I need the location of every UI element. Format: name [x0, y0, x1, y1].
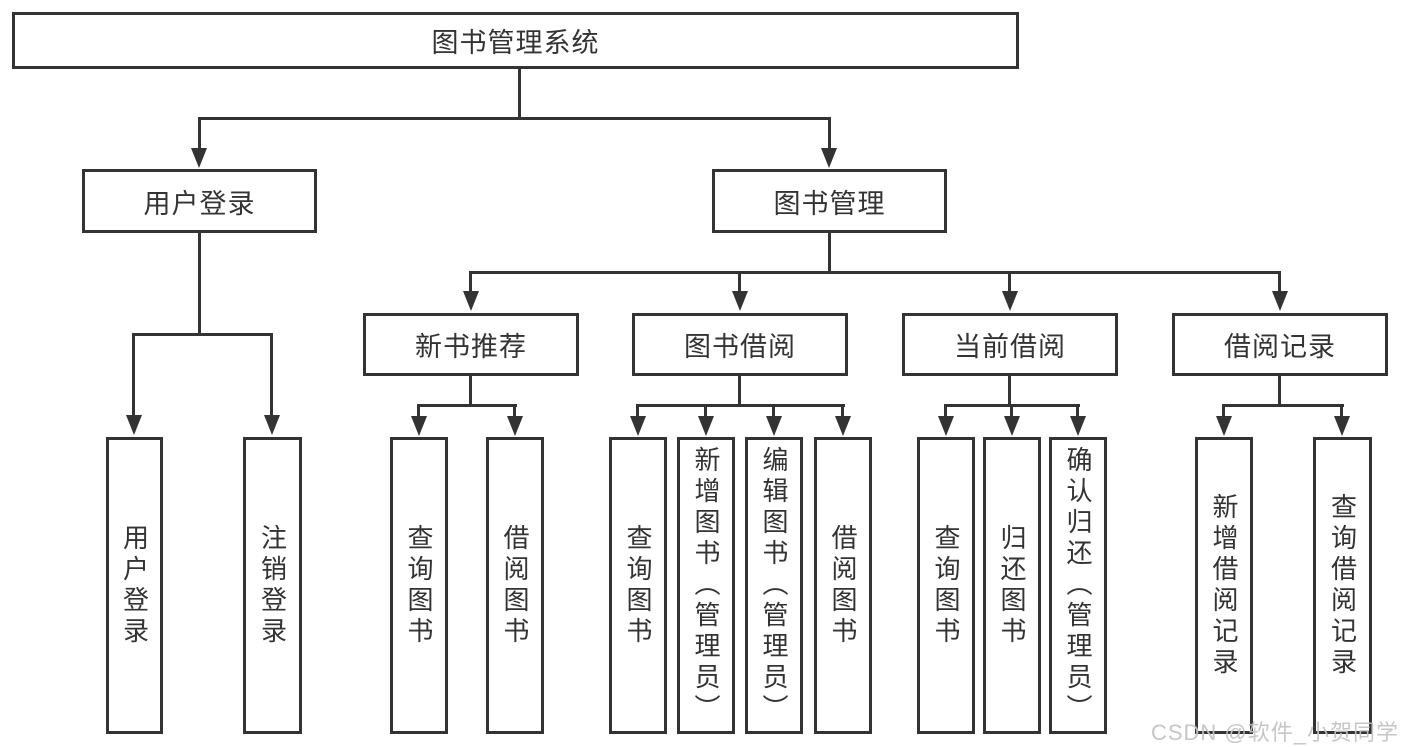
node-borrow-record: 借阅记录 — [1172, 313, 1388, 376]
arrow-down-icon — [1272, 291, 1288, 311]
connector-user-login-rail — [132, 333, 273, 336]
leaf-query-book-2: 查询图书 — [609, 437, 667, 734]
connector-leaf-drop — [132, 333, 135, 417]
leaf-borrow-book-1-label: 借阅图书 — [500, 523, 530, 648]
node-book-borrow: 图书借阅 — [632, 313, 848, 376]
connector-borrow-record-rail — [1222, 404, 1344, 407]
arrow-down-icon — [463, 291, 479, 311]
node-book-borrow-label: 图书借阅 — [684, 332, 796, 362]
arrow-down-icon — [766, 416, 782, 436]
connector-borrow-record-drop — [1278, 271, 1281, 295]
leaf-logout-label: 注销登录 — [257, 523, 288, 648]
connector-leaf-drop — [704, 404, 707, 418]
leaf-edit-book-admin: 编辑图书（管理员） — [745, 437, 803, 734]
arrow-down-icon — [1070, 416, 1086, 436]
leaf-add-borrow-record-label: 新增借阅记录 — [1209, 492, 1239, 679]
node-root-label: 图书管理系统 — [431, 28, 600, 58]
connector-leaf-drop — [944, 404, 947, 418]
leaf-user-login-label: 用户登录 — [119, 523, 150, 648]
connector-leaf-drop — [513, 404, 516, 418]
leaf-add-borrow-record: 新增借阅记录 — [1195, 437, 1253, 734]
leaf-return-book-label: 归还图书 — [997, 523, 1027, 648]
arrow-down-icon — [1216, 416, 1232, 436]
leaf-borrow-book-2-label: 借阅图书 — [828, 523, 858, 648]
node-book-management-label: 图书管理 — [773, 188, 886, 219]
connector-leaf-drop — [636, 404, 639, 418]
leaf-borrow-book-2: 借阅图书 — [814, 437, 872, 734]
node-current-borrow-label: 当前借阅 — [954, 332, 1066, 362]
connector-new-book-rail — [417, 404, 517, 407]
connector-borrow-record-stem — [1278, 376, 1281, 407]
leaf-confirm-return-admin: 确认归还（管理员） — [1049, 437, 1107, 734]
connector-user-login-drop — [198, 117, 201, 150]
leaf-user-login: 用户登录 — [106, 437, 163, 734]
arrow-down-icon — [698, 416, 714, 436]
leaf-query-borrow-record: 查询借阅记录 — [1313, 437, 1372, 734]
connector-book-mgmt-drop — [828, 117, 831, 150]
node-book-management: 图书管理 — [712, 169, 947, 233]
connector-user-login-stem — [198, 233, 201, 336]
connector-level2-rail — [198, 117, 831, 120]
connector-book-borrow-stem — [738, 376, 741, 407]
node-new-book-recommend-label: 新书推荐 — [415, 332, 527, 362]
arrow-down-icon — [732, 291, 748, 311]
arrow-down-icon — [1002, 291, 1018, 311]
arrow-down-icon — [191, 148, 207, 168]
connector-level3-rail — [469, 271, 1281, 274]
leaf-query-book-1-label: 查询图书 — [404, 523, 434, 648]
node-user-login-label: 用户登录 — [143, 188, 256, 219]
leaf-confirm-return-admin-label: 确认归还（管理员） — [1063, 446, 1093, 725]
arrow-down-icon — [1334, 416, 1350, 436]
leaf-query-book-3: 查询图书 — [917, 437, 975, 734]
arrow-down-icon — [938, 416, 954, 436]
connector-book-borrow-drop — [738, 271, 741, 295]
arrow-down-icon — [411, 416, 427, 436]
connector-leaf-drop — [417, 404, 420, 418]
arrow-down-icon — [835, 416, 851, 436]
node-user-login: 用户登录 — [82, 169, 317, 233]
leaf-query-book-3-label: 查询图书 — [931, 523, 961, 648]
leaf-add-book-admin: 新增图书（管理员） — [677, 437, 735, 734]
connector-leaf-drop — [1076, 404, 1079, 418]
node-current-borrow: 当前借阅 — [902, 313, 1118, 376]
connector-leaf-drop — [270, 333, 273, 417]
leaf-logout: 注销登录 — [243, 437, 302, 734]
connector-book-mgmt-stem — [828, 233, 831, 274]
arrow-down-icon — [1004, 416, 1020, 436]
connector-current-borrow-stem — [1008, 376, 1011, 407]
arrow-down-icon — [821, 148, 837, 168]
node-root: 图书管理系统 — [12, 12, 1019, 69]
connector-leaf-drop — [772, 404, 775, 418]
leaf-borrow-book-1: 借阅图书 — [486, 437, 544, 734]
arrow-down-icon — [507, 416, 523, 436]
connector-leaf-drop — [1222, 404, 1225, 418]
connector-leaf-drop — [1010, 404, 1013, 418]
connector-leaf-drop — [1340, 404, 1343, 418]
arrow-down-icon — [126, 415, 142, 435]
leaf-add-book-admin-label: 新增图书（管理员） — [691, 446, 721, 725]
node-borrow-record-label: 借阅记录 — [1224, 332, 1336, 362]
arrow-down-icon — [630, 416, 646, 436]
connector-new-book-drop — [469, 271, 472, 295]
connector-leaf-drop — [841, 404, 844, 418]
csdn-watermark: CSDN @软件_小贺同学 — [1150, 720, 1399, 745]
arrow-down-icon — [264, 415, 280, 435]
connector-book-borrow-rail — [636, 404, 845, 407]
leaf-return-book: 归还图书 — [983, 437, 1041, 734]
leaf-query-book-1: 查询图书 — [390, 437, 448, 734]
connector-root-stem — [518, 69, 521, 120]
leaf-query-borrow-record-label: 查询借阅记录 — [1327, 492, 1358, 679]
leaf-query-book-2-label: 查询图书 — [623, 523, 653, 648]
connector-current-borrow-drop — [1008, 271, 1011, 295]
leaf-edit-book-admin-label: 编辑图书（管理员） — [759, 446, 789, 725]
connector-new-book-stem — [469, 376, 472, 407]
node-new-book-recommend: 新书推荐 — [363, 313, 579, 376]
